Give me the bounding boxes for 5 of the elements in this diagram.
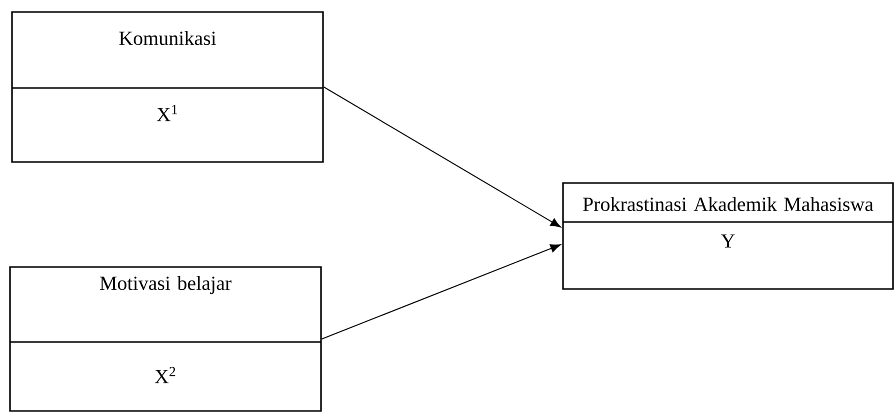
arrow: [324, 86, 561, 228]
variable-box: Motivasi belajar X$^{2}$: [9, 266, 322, 412]
arrow: [322, 244, 561, 340]
variable-box: Prokrastinasi Akademik Mahasiswa Y: [562, 182, 894, 290]
variable-box: Komunikasi X$^{1}$: [11, 11, 324, 163]
